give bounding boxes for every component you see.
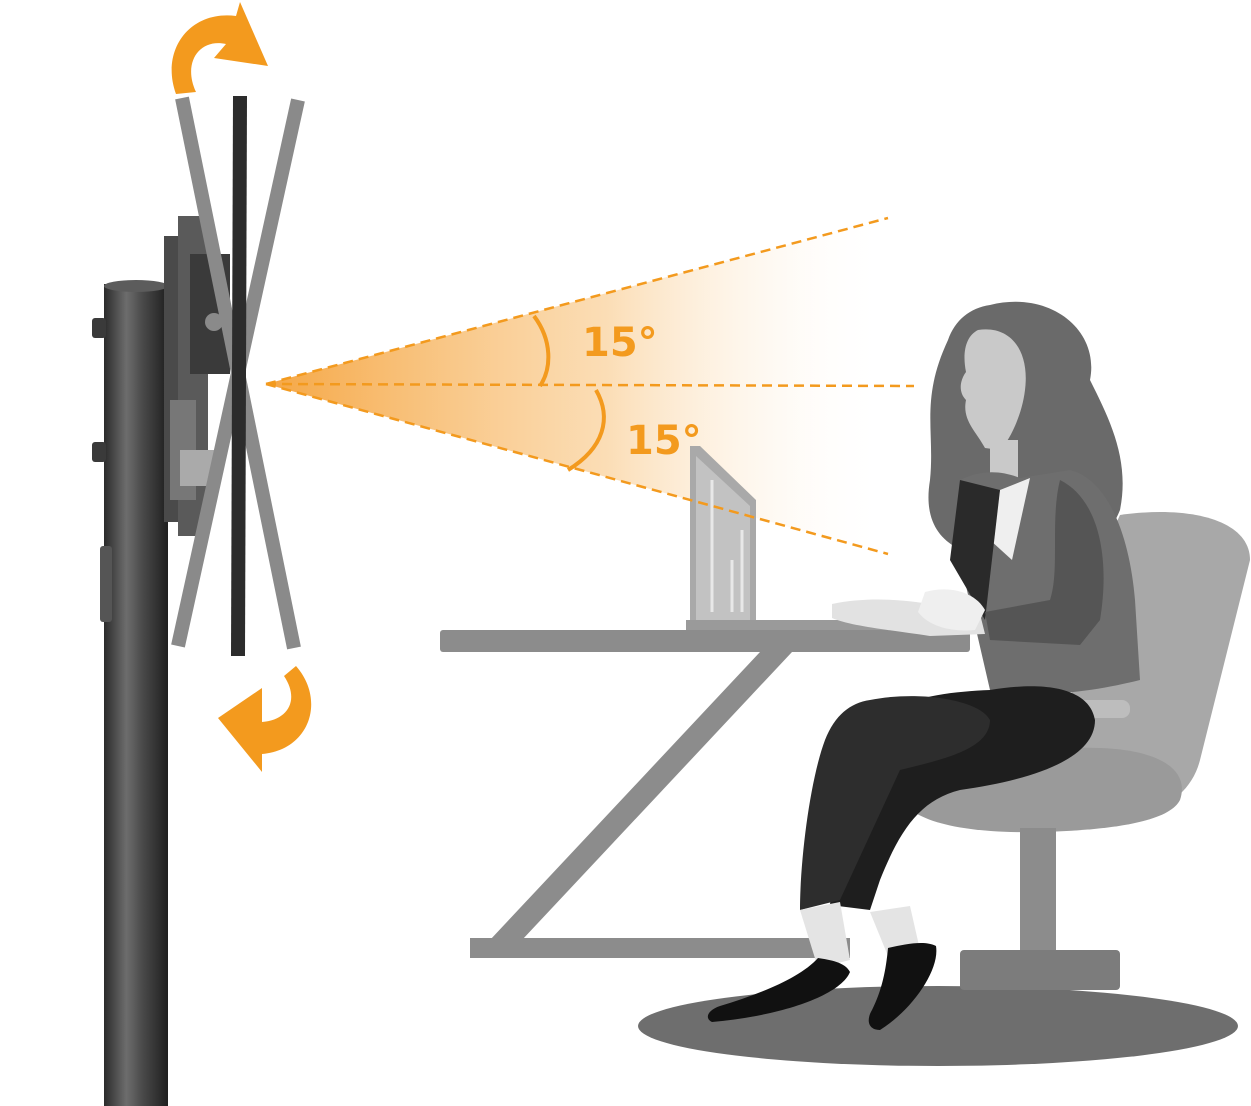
stand-pole [92,280,168,1106]
curved-arrow-counterclockwise-icon [218,666,311,772]
curved-arrow-clockwise-icon [172,2,268,94]
tilt-down-angle-label: 15° [626,418,702,464]
floor-shadow [638,986,1238,1066]
tilt-up-angle-label: 15° [582,320,658,366]
